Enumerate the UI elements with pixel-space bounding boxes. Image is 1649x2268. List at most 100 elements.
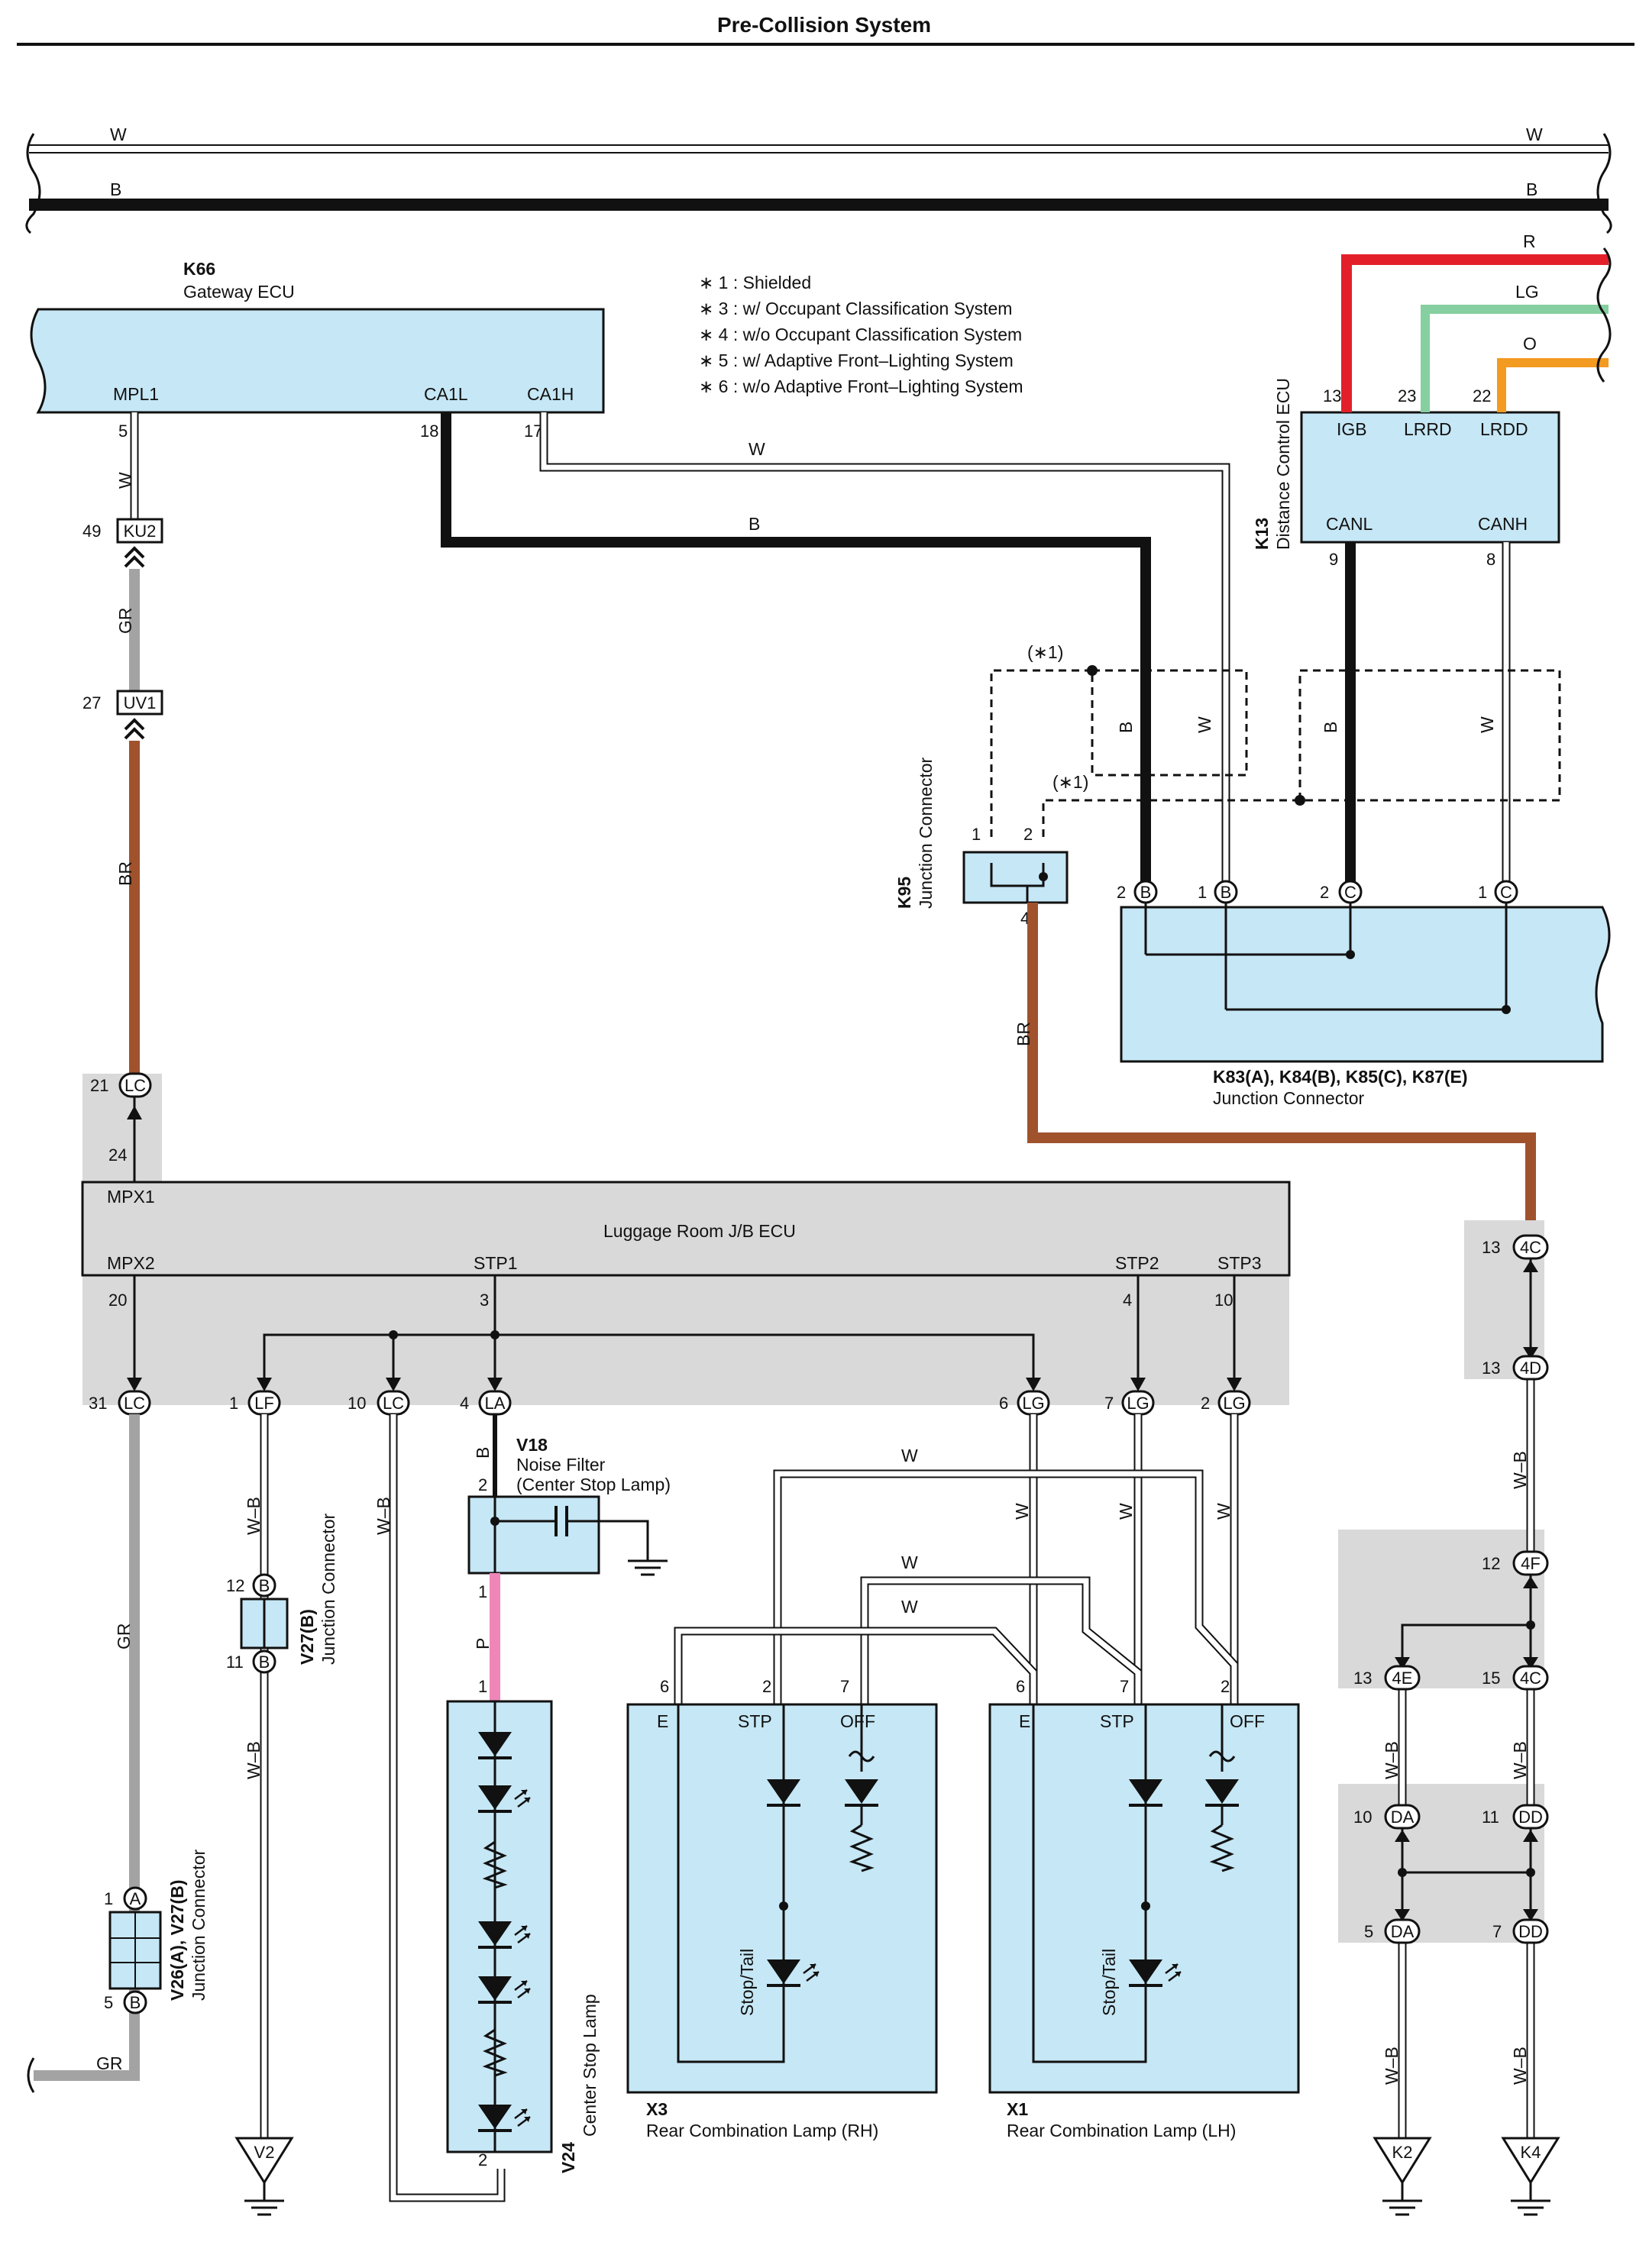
svg-text:OFF: OFF (840, 1711, 875, 1731)
svg-text:LRRD: LRRD (1404, 419, 1452, 439)
svg-text:6: 6 (1016, 1677, 1025, 1696)
connector-4e-13: 4E 13 (1353, 1665, 1421, 1691)
bus-w (29, 144, 1609, 153)
svg-text:9: 9 (1329, 550, 1338, 569)
connector-uv1: UV1 27 (82, 690, 163, 740)
jb-connector-lg6: LG 6 (999, 1390, 1050, 1416)
svg-text:W: W (1195, 716, 1214, 733)
svg-text:Stop/Tail: Stop/Tail (737, 1949, 757, 2016)
svg-text:∗ 3 : w/ Occupant Classificati: ∗ 3 : w/ Occupant Classification System (699, 299, 1012, 318)
svg-text:31: 31 (89, 1394, 107, 1413)
wire-lc10-wb (389, 1414, 506, 2202)
wire-w-label-e: W (901, 1552, 918, 1572)
wire-w-label-a: W (1012, 1503, 1032, 1520)
wire-ca1l (441, 412, 1151, 886)
v27-junction-connector: B 12 B 11 V27(B) Junction Connector (226, 1513, 338, 1674)
wire-ca1l-label: B (749, 514, 760, 534)
right-4f-split (1395, 1575, 1538, 1669)
x3-rear-combination-lamp-rh: E STP OFF 6 2 7 Stop/Tail X3 Rear Combin… (626, 1677, 938, 2140)
bus-w-label-left: W (110, 124, 127, 144)
jb-connector-lg2: LG 2 (1201, 1390, 1251, 1416)
wire-lc10-wb-label: W–B (373, 1497, 393, 1535)
connector-dd-7: DD 7 (1492, 1918, 1549, 1944)
wire-ca1h-label: W (749, 439, 765, 459)
svg-text:1: 1 (229, 1394, 238, 1413)
svg-text:4F: 4F (1521, 1554, 1541, 1573)
connector-lc21: LC 21 (90, 1072, 152, 1098)
jb-connector-lc10: LC 10 (348, 1390, 410, 1416)
svg-text:UV1: UV1 (124, 693, 157, 712)
svg-text:A: A (130, 1889, 141, 1908)
wire-k95-br-label: BR (1014, 1022, 1033, 1046)
svg-text:E: E (1019, 1711, 1030, 1731)
svg-text:K2: K2 (1392, 2143, 1413, 2162)
wire-k4-wb-label: W–B (1510, 2047, 1530, 2085)
wire-mpl1-w-label: W (115, 472, 135, 489)
svg-text:V2: V2 (254, 2143, 275, 2162)
svg-text:20: 20 (108, 1291, 127, 1310)
wire-lf-wb-label-2: W–B (244, 1741, 264, 1779)
svg-text:15: 15 (1482, 1669, 1500, 1688)
shade-4f (1338, 1530, 1544, 1688)
bus-w-label-right: W (1526, 124, 1543, 144)
svg-text:STP: STP (738, 1711, 772, 1731)
svg-text:Junction Connector: Junction Connector (318, 1513, 338, 1665)
svg-text:K4: K4 (1521, 2143, 1541, 2162)
svg-text:W: W (1477, 716, 1497, 733)
wire-lrdd-o (1497, 358, 1609, 412)
wire-4e-wb-label: W–B (1382, 1741, 1402, 1779)
k83-terminal-4: C 1 (1478, 880, 1518, 904)
k83-terminal-3: C 2 (1320, 880, 1363, 904)
k13-distance-control-ecu: IGB LRRD LRDD CANL CANH 13 23 22 9 8 K13… (1252, 378, 1560, 569)
svg-text:2: 2 (478, 2150, 487, 2169)
svg-text:13: 13 (1353, 1669, 1372, 1688)
svg-text:STP2: STP2 (1115, 1253, 1159, 1273)
wire-x3-e (674, 1627, 1038, 1704)
v18-ground (626, 1541, 669, 1576)
svg-text:7: 7 (1104, 1394, 1114, 1413)
svg-text:1: 1 (1478, 883, 1487, 902)
k66-gateway-ecu: K66 Gateway ECU MPL1 CA1L CA1H 5 18 17 (30, 259, 605, 441)
svg-text:6: 6 (999, 1394, 1008, 1413)
svg-text:OFF: OFF (1230, 1711, 1265, 1731)
k83-terminal-2: B 1 (1198, 880, 1238, 904)
svg-text:MPL1: MPL1 (113, 384, 159, 404)
shield-left: B W (1091, 669, 1248, 777)
svg-text:11: 11 (1482, 1808, 1499, 1827)
page-title: Pre-Collision System (717, 13, 931, 37)
svg-text:MPX2: MPX2 (107, 1253, 155, 1273)
svg-text:2: 2 (762, 1677, 771, 1696)
svg-text:5: 5 (1364, 1922, 1373, 1941)
svg-text:7: 7 (840, 1677, 849, 1696)
wire-k2-wb-label: W–B (1382, 2047, 1402, 2085)
svg-text:∗ 6 : w/o Adaptive Front–Light: ∗ 6 : w/o Adaptive Front–Lighting System (699, 376, 1023, 396)
shade-jb-conns (82, 1275, 1289, 1405)
wire-4c15-wb-label: W–B (1510, 1741, 1530, 1779)
svg-text:V18: V18 (516, 1435, 548, 1455)
svg-text:Stop/Tail: Stop/Tail (1099, 1949, 1119, 2016)
svg-text:∗ 1 : Shielded: ∗ 1 : Shielded (699, 273, 811, 292)
wire-lf-wb-label: W–B (244, 1497, 264, 1535)
svg-text:E: E (657, 1711, 668, 1731)
svg-text:12: 12 (226, 1576, 244, 1595)
svg-text:LF: LF (254, 1394, 274, 1413)
svg-text:22: 22 (1473, 386, 1491, 405)
svg-text:∗ 5 : w/ Adaptive Front–Lighti: ∗ 5 : w/ Adaptive Front–Lighting System (699, 351, 1014, 370)
svg-text:4C: 4C (1520, 1669, 1541, 1688)
connector-da-10: DA 10 (1353, 1804, 1421, 1830)
svg-text:CANH: CANH (1478, 514, 1528, 534)
wire-k95-br (1027, 903, 1536, 1237)
svg-text:DD: DD (1518, 1808, 1543, 1827)
shield-mark-1: (∗1) (1027, 642, 1063, 662)
svg-text:LC: LC (383, 1394, 404, 1413)
ground-k2: K2 (1373, 2137, 1432, 2216)
wire-lg-label: LG (1515, 282, 1539, 302)
bus-b-label-right: B (1526, 179, 1537, 199)
svg-text:LRDD: LRDD (1480, 419, 1528, 439)
svg-text:DA: DA (1391, 1808, 1415, 1827)
svg-text:4: 4 (1123, 1291, 1132, 1310)
svg-text:K13: K13 (1252, 518, 1272, 550)
svg-text:Rear Combination Lamp (LH): Rear Combination Lamp (LH) (1007, 2121, 1236, 2140)
svg-text:11: 11 (226, 1653, 244, 1672)
